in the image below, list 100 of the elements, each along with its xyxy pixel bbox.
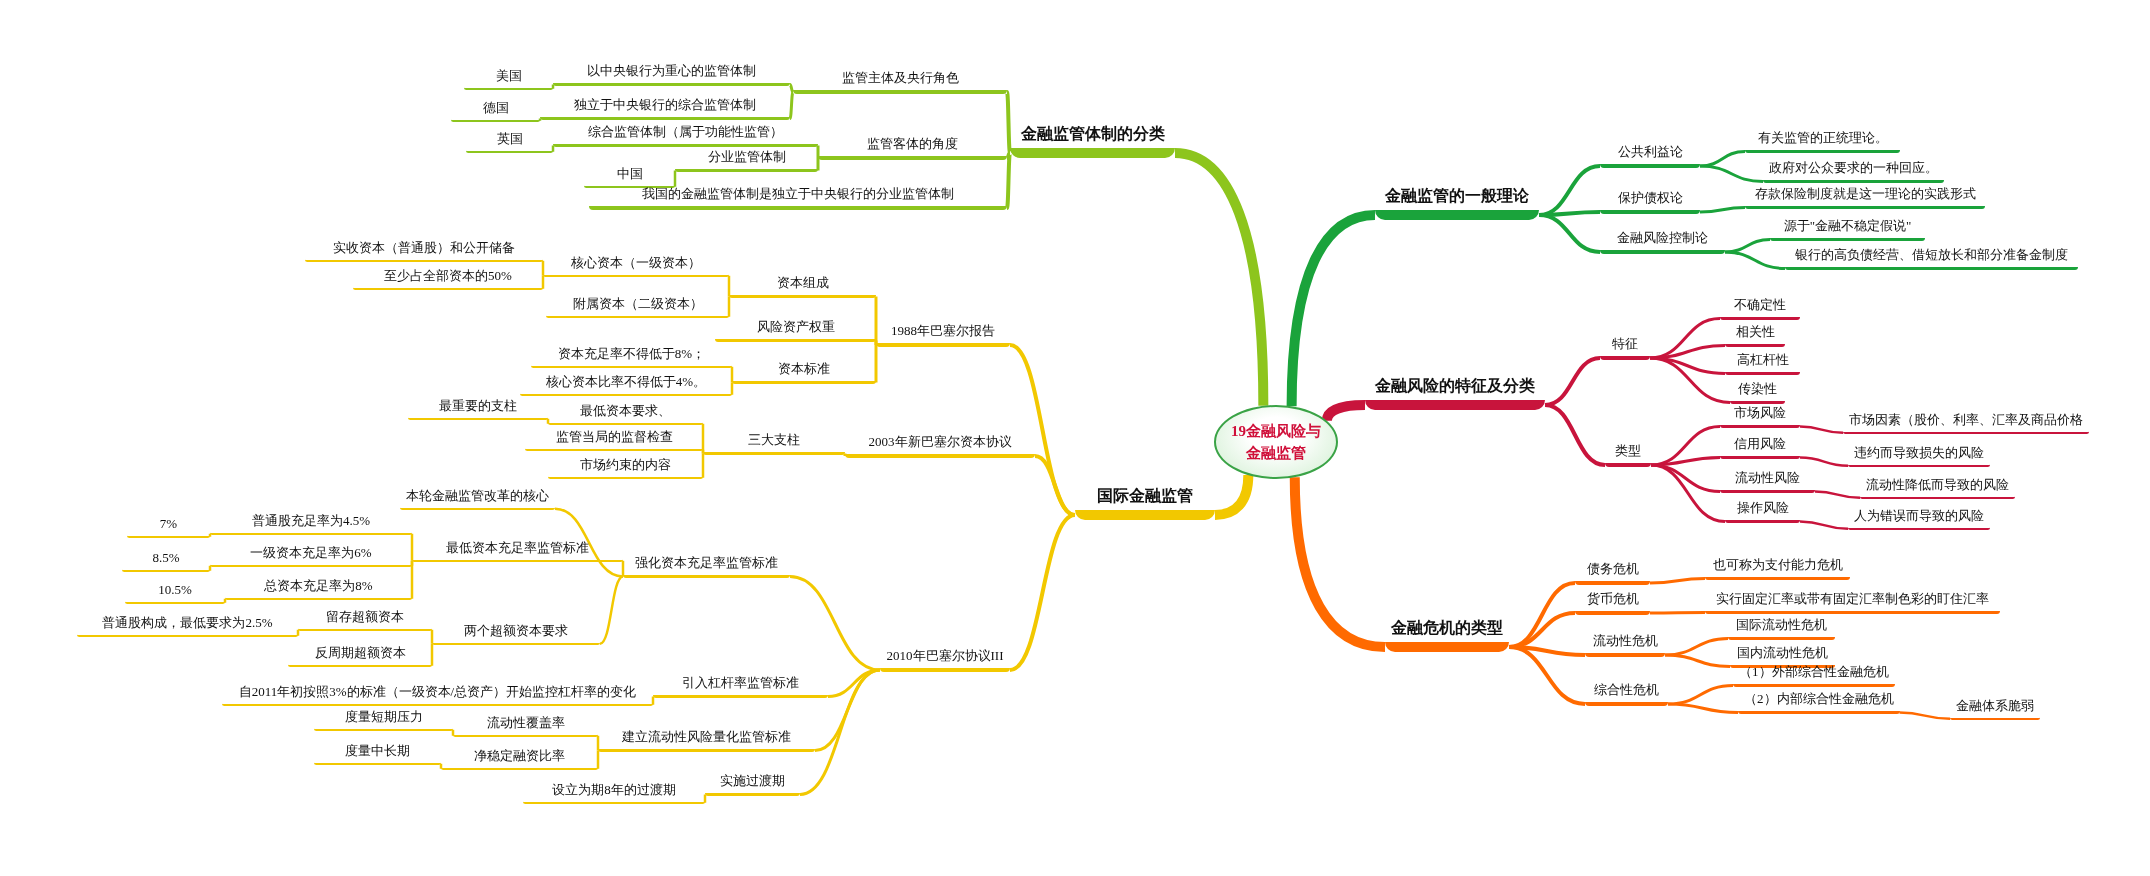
branch-label: 风险资产权重 <box>715 320 876 342</box>
branch-line <box>554 507 624 578</box>
branch-line <box>541 275 545 289</box>
branch-label: 银行的高负债经营、借短放长和部分准备金制度 <box>1785 248 2078 270</box>
branch-line <box>223 598 227 603</box>
branch-line <box>596 735 600 751</box>
branch-line <box>843 453 847 456</box>
branch-line <box>296 629 300 636</box>
branch-line <box>546 418 550 424</box>
branch-label: 独立于中央银行的综合监管体制 <box>540 98 790 120</box>
branch-label: 国际流动性危机 <box>1728 618 1835 640</box>
branch-line <box>1699 150 1746 168</box>
branch-label: 普通股充足率为4.5% <box>210 513 412 535</box>
branch-line <box>1664 653 1731 668</box>
branch-line <box>1544 403 1606 467</box>
branch-label: 债务危机 <box>1575 562 1650 585</box>
branch-line <box>1699 164 1764 183</box>
branch-label: 金融风险控制论 <box>1600 231 1725 254</box>
branch-line <box>1814 490 1861 499</box>
branch-line <box>1799 425 1844 434</box>
branch-label: 监管当局的监督检查 <box>525 429 703 451</box>
branch-line <box>727 296 731 317</box>
branch-line <box>1174 148 1269 406</box>
branch-line <box>1649 356 1731 404</box>
branch-label: 公共利益论 <box>1600 145 1700 168</box>
branch-label: 货币危机 <box>1575 592 1650 615</box>
branch-label: 1988年巴塞尔报告 <box>876 324 1010 347</box>
branch-label: 保护债权论 <box>1600 191 1700 214</box>
branch-label: 最低资本充足率监管标准 <box>412 540 623 562</box>
branch-label: 美国 <box>464 68 553 90</box>
branch-label: 传染性 <box>1730 382 1785 404</box>
branch-label: 资本充足率不得低于8%； <box>531 346 732 368</box>
branch-line <box>816 145 820 158</box>
branch-line <box>430 629 434 644</box>
branch-line <box>816 158 820 171</box>
branch-label: 最重要的支柱 <box>408 398 548 420</box>
branch-label: 引入杠杆率监管标准 <box>653 676 828 698</box>
branch-label: 设立为期8年的过渡期 <box>523 782 705 804</box>
branch-label: 2010年巴塞尔协议III <box>880 649 1010 672</box>
branch-line <box>1667 702 1739 714</box>
branch-label: 实收资本（普通股）和公开储备 <box>305 240 543 262</box>
branch-line <box>727 275 731 297</box>
central-topic-ellipse: 19金融风险与金融监管 <box>1214 405 1338 479</box>
branch-line <box>788 83 795 93</box>
branch-line <box>1699 206 1746 214</box>
branch-label: 不确定性 <box>1720 298 1800 320</box>
branch-line <box>538 118 542 121</box>
branch-line <box>1664 637 1729 657</box>
branch-label: 实施过渡期 <box>705 774 800 796</box>
branch-label: 有关监管的正统理论。 <box>1745 131 1900 153</box>
branch-label: 核心资本比率不得低于4%。 <box>520 374 732 396</box>
branch-label: 附属资本（二级资本） <box>546 296 729 318</box>
branch-label: 监管主体及央行角色 <box>793 71 1007 94</box>
branch-line <box>1899 711 1951 720</box>
branch-line <box>673 170 677 187</box>
branch-line <box>651 696 655 705</box>
branch-label: 金融体系脆弱 <box>1950 698 2040 720</box>
branch-label: 10.5% <box>125 582 225 604</box>
branch-label: 高杠杆性 <box>1725 353 1800 375</box>
branch-label: 核心资本（一级资本） <box>543 255 729 277</box>
branch-label: 两个超额资本要求 <box>432 623 600 645</box>
branch-label: 人为错误而导致的风险 <box>1848 508 1990 530</box>
branch-line <box>541 260 545 276</box>
branch-label: 留存超额资本 <box>298 609 432 631</box>
branch-label: 至少占全部资本的50% <box>353 268 543 290</box>
branch-line <box>1667 684 1734 706</box>
branch-line <box>701 453 705 478</box>
main-branch-label: 国际金融监管 <box>1075 488 1215 520</box>
branch-label: 以中央银行为重心的监管体制 <box>553 64 790 86</box>
branch-label: 最低资本要求、 <box>548 403 703 425</box>
branch-line <box>1289 477 1386 652</box>
branch-line <box>1649 344 1726 360</box>
branch-label: 流动性风险 <box>1720 471 1815 493</box>
branch-line <box>410 560 414 599</box>
branch-line <box>789 575 881 672</box>
branch-label: 操作风险 <box>1725 501 1800 523</box>
branch-line <box>1508 645 1586 706</box>
branch-line <box>439 763 443 769</box>
branch-label: 本轮金融监管改革的核心 <box>400 488 555 510</box>
branch-label: 综合监管体制（属于功能性监管） <box>553 125 818 147</box>
branch-line <box>1799 456 1849 467</box>
branch-line <box>730 366 734 383</box>
branch-label: 源于"金融不稳定假说" <box>1770 219 1925 241</box>
branch-label: 普通股构成，最低要求为2.5% <box>77 615 298 637</box>
branch-label: 政府对公众要求的一种回应。 <box>1763 161 1944 183</box>
branch-line <box>799 668 881 796</box>
branch-label: 也可称为支付能力危机 <box>1705 558 1850 580</box>
branch-line <box>551 145 555 152</box>
branch-line <box>1005 152 1012 209</box>
branch-label: 分业监管体制 <box>675 150 818 172</box>
branch-line <box>621 560 625 577</box>
branch-label: 特征 <box>1600 337 1650 360</box>
branch-line <box>208 565 212 571</box>
branch-label: 反周期超额资本 <box>288 645 432 667</box>
branch-label: 相关性 <box>1725 325 1785 347</box>
branch-line <box>551 84 555 89</box>
main-branch-label: 金融风险的特征及分类 <box>1365 378 1545 410</box>
branch-line <box>1724 238 1771 254</box>
branch-label: 市场约束的内容 <box>548 457 703 479</box>
branch-label: 类型 <box>1605 444 1651 467</box>
